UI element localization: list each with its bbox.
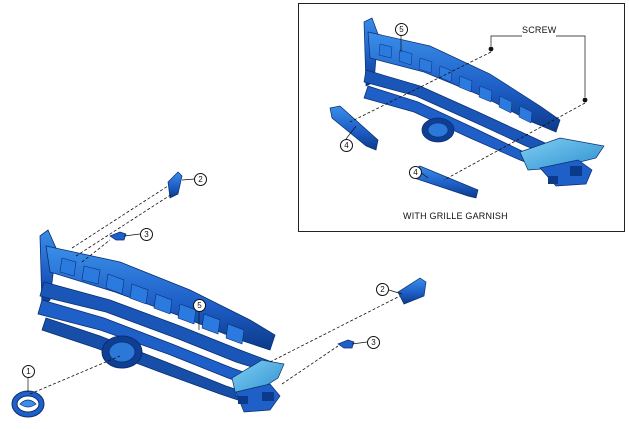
callout-emblem: 1 xyxy=(22,365,35,378)
callout-right-clip: 3 xyxy=(367,336,380,349)
callout-upper-right-bracket: 2 xyxy=(376,283,389,296)
inset-callout-garnish-left: 4 xyxy=(340,139,353,152)
left-clip xyxy=(109,231,127,241)
inset-callout-grille: 5 xyxy=(395,23,408,36)
right-clip xyxy=(337,339,355,349)
grille-garnish-left xyxy=(329,105,379,151)
inset-callout-garnish-right: 4 xyxy=(409,166,422,179)
callout-grille: 5 xyxy=(193,299,206,312)
main-grille-assembly xyxy=(37,229,285,413)
upper-left-bracket xyxy=(167,171,183,199)
screw-icons xyxy=(488,46,588,103)
main-leader-lines xyxy=(27,178,403,392)
inset-assembly-lines xyxy=(349,51,586,181)
screw-label: SCREW xyxy=(522,25,557,35)
inset-caption: WITH GRILLE GARNISH xyxy=(403,211,508,221)
front-emblem xyxy=(11,390,45,418)
inset-grille-assembly xyxy=(363,17,605,187)
callout-left-clip: 3 xyxy=(140,228,153,241)
upper-right-bracket xyxy=(397,277,427,305)
inset-frame xyxy=(298,3,625,232)
main-assembly-lines xyxy=(29,185,401,395)
callout-upper-left-bracket: 2 xyxy=(194,173,207,186)
